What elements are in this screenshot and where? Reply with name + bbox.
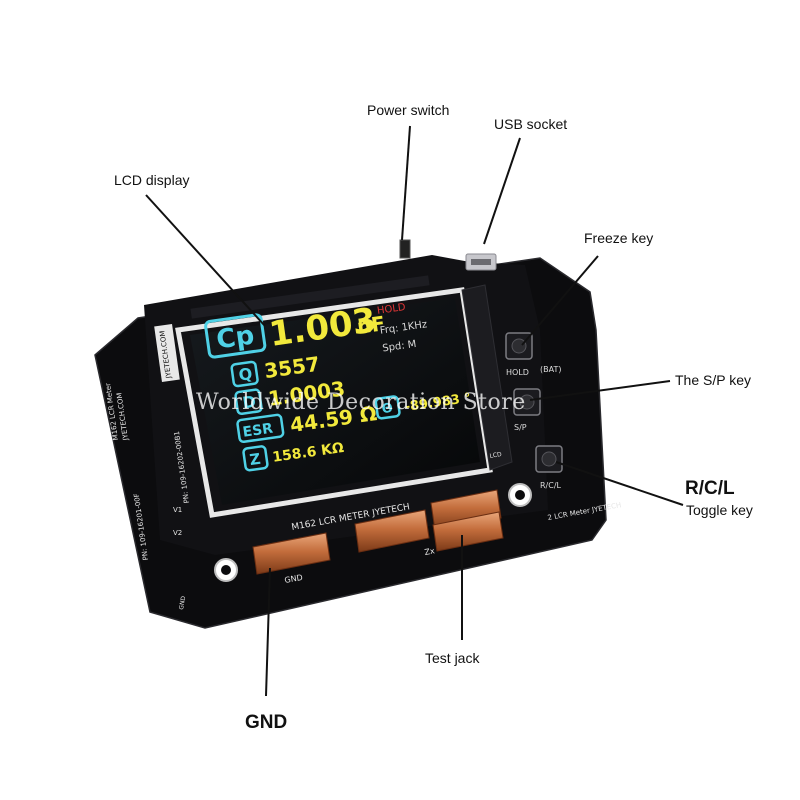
hold-silk: HOLD — [506, 368, 529, 377]
hold-indicator: HOLD — [376, 302, 406, 317]
callout-lines — [145, 125, 684, 697]
freeze-key-callout: Freeze key — [584, 230, 654, 246]
zx-silk: Zx — [424, 546, 436, 557]
param-unit: nF — [355, 311, 386, 339]
gnd-silk: GND — [284, 573, 304, 585]
esr-label: ESR — [242, 421, 275, 441]
gnd-copper-jack[interactable] — [252, 532, 331, 575]
header-pins — [190, 275, 430, 319]
speed-readout: Spd: M — [382, 339, 417, 355]
sp-key-callout: The S/P key — [675, 372, 752, 388]
z-label: Z — [248, 450, 261, 469]
gnd-small-silk: GND — [178, 595, 187, 610]
store-watermark: Worldwide Decoration Store — [196, 390, 526, 415]
test-jack-left[interactable] — [354, 509, 430, 553]
q-label: Q — [237, 364, 253, 385]
power-switch-callout: Power switch — [367, 102, 450, 118]
theta-label: Θ — [381, 401, 394, 417]
toggle-key-callout: Toggle key — [686, 502, 753, 518]
lcd-small-silk: LCD — [489, 451, 503, 460]
rcl-key-callout: R/C/L — [685, 478, 735, 499]
d-label: D — [241, 392, 257, 413]
sp-key[interactable] — [513, 388, 541, 416]
left-vertical-labels: JYETECH.COM M162 LCR Meter JYETECH.COM P… — [104, 324, 191, 561]
test-jack-callout: Test jack — [425, 650, 480, 666]
rcl-silk: R/C/L — [540, 481, 562, 490]
power-switch[interactable] — [399, 239, 411, 259]
v2-silk: V2 — [173, 529, 182, 537]
rcl-toggle-key[interactable] — [535, 445, 563, 473]
batt-silk: (BAT) — [540, 365, 561, 374]
gnd-callout: GND — [245, 712, 288, 733]
lcd-display-callout: LCD display — [114, 172, 190, 188]
sp-silk: S/P — [514, 423, 527, 432]
param-label: Cp — [215, 320, 257, 355]
v1-silk: V1 — [173, 506, 182, 514]
lcd-ribbon — [461, 284, 513, 471]
usb-socket-callout: USB socket — [494, 116, 568, 132]
test-jack-right[interactable] — [430, 489, 504, 552]
param-label-box — [204, 313, 267, 359]
